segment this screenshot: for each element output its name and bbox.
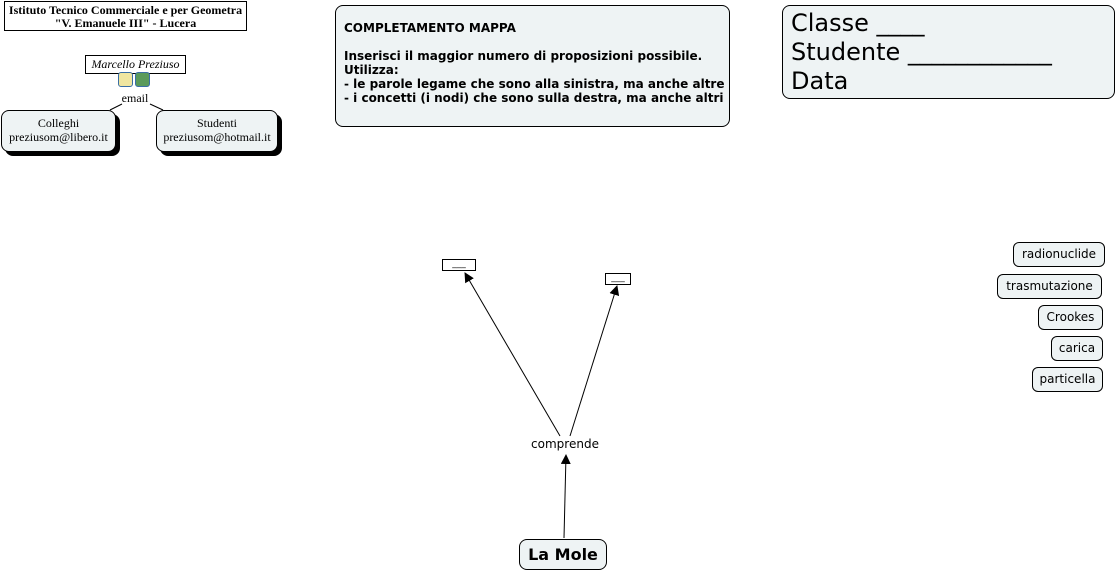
contact-studenti[interactable]: Studenti preziusom@hotmail.it: [156, 110, 278, 152]
arrow-to-blank1: [464, 272, 561, 437]
blank-concept-2[interactable]: ___: [605, 273, 631, 285]
blank-concept-1[interactable]: ___: [442, 259, 476, 271]
author-name: Marcello Preziuso: [85, 55, 186, 74]
contact-title: Colleghi: [37, 116, 80, 130]
image-icon[interactable]: [118, 72, 133, 87]
instructions-line: Inserisci il maggior numero di proposizi…: [344, 49, 703, 63]
studente-field: Studente ____________: [791, 38, 1052, 66]
instructions-title: COMPLETAMENTO MAPPA: [344, 21, 516, 35]
email-line-left: [109, 103, 123, 111]
link-comprende: comprende: [525, 437, 605, 451]
arrow-to-link: [560, 454, 571, 539]
classe-field: Classe ____: [791, 9, 925, 37]
email-line-right: [149, 103, 164, 111]
data-field: Data: [791, 67, 849, 95]
concept-particella[interactable]: particella: [1032, 367, 1103, 392]
root-concept[interactable]: La Mole: [519, 539, 607, 570]
contact-email: preziusom@libero.it: [9, 130, 108, 144]
email-link-label: email: [121, 91, 149, 105]
concept-crookes[interactable]: Crookes: [1038, 305, 1103, 330]
school-line2: "V. Emanuele III" - Lucera: [54, 16, 197, 30]
instructions-line: Utilizza:: [344, 63, 399, 77]
contact-email: preziusom@hotmail.it: [163, 130, 271, 144]
contact-title: Studenti: [196, 116, 237, 130]
school-line1: Istituto Tecnico Commerciale e per Geome…: [8, 3, 243, 17]
concept-radionuclide[interactable]: radionuclide: [1013, 242, 1105, 267]
instructions-line: - le parole legame che sono alla sinistr…: [344, 77, 725, 91]
student-info-box: Classe ____ Studente ____________ Data: [782, 5, 1115, 99]
instructions-line: - i concetti (i nodi) che sono sulla des…: [344, 91, 724, 105]
video-icon[interactable]: [135, 72, 150, 87]
instructions-box: COMPLETAMENTO MAPPA Inserisci il maggior…: [335, 5, 730, 127]
concept-carica[interactable]: carica: [1051, 336, 1103, 361]
school-title: Istituto Tecnico Commerciale e per Geome…: [4, 1, 247, 31]
concept-trasmutazione[interactable]: trasmutazione: [997, 274, 1102, 299]
arrow-to-blank2: [569, 285, 620, 437]
contact-colleghi[interactable]: Colleghi preziusom@libero.it: [1, 110, 116, 152]
